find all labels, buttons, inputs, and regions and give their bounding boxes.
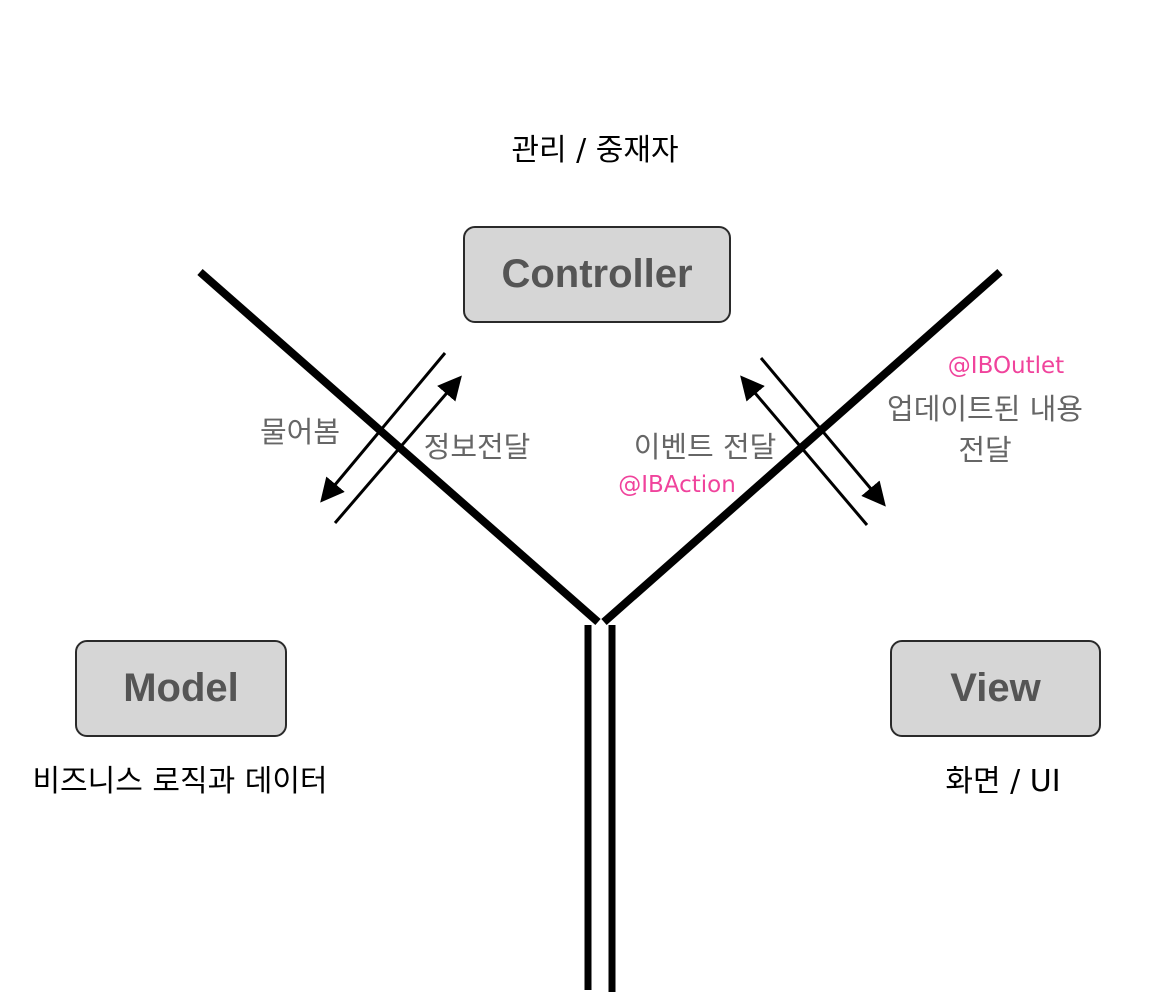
ibaction-label: @IBAction	[618, 472, 736, 498]
controller-box: Controller	[463, 226, 731, 323]
controller-to-view-arrow	[759, 357, 886, 507]
info-label: 정보전달	[423, 430, 531, 464]
view-caption: 화면 / UI	[945, 764, 1061, 799]
update-label-line2: 전달	[958, 433, 1012, 467]
model-caption: 비즈니스 로직과 데이터	[32, 764, 328, 799]
model-to-controller-arrow	[333, 375, 462, 524]
view-box: View	[890, 640, 1101, 737]
event-label: 이벤트 전달	[633, 430, 777, 464]
controller-caption: 관리 / 중재자	[511, 133, 679, 168]
controller-to-model-arrow	[320, 352, 447, 503]
model-box: Model	[75, 640, 287, 737]
iboutlet-label: @IBOutlet	[947, 353, 1065, 379]
view-to-controller-arrow	[740, 375, 869, 526]
ask-label: 물어봄	[259, 415, 341, 449]
update-label-line1: 업데이트된 내용	[887, 392, 1083, 426]
